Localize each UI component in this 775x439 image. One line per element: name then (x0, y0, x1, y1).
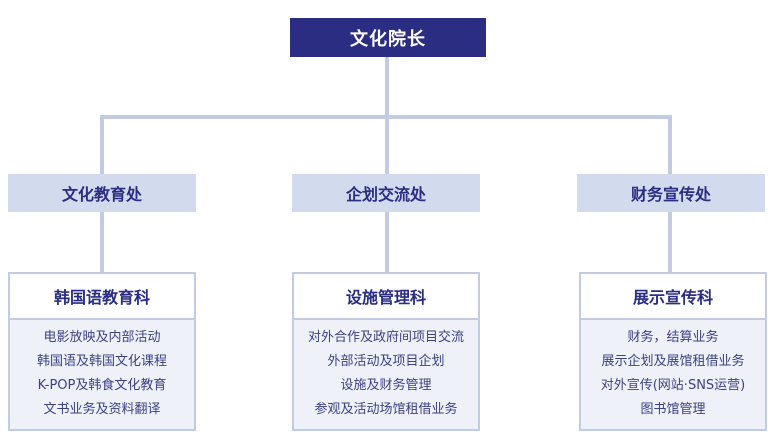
section-item-list: 财务，结算业务 展示企划及展馆租借业务 对外宣传(网站·SNS运营) 图书馆管理 (581, 320, 765, 422)
dept-label: 企划交流处 (345, 185, 426, 204)
section-facility-management: 设施管理科 对外合作及政府间项目交流 外部活动及项目企划 设施及财务管理 参观及… (292, 272, 480, 431)
section-item: 电影放映及内部活动 (43, 330, 161, 345)
section-title: 韩国语教育科 (10, 274, 194, 320)
section-title: 设施管理科 (294, 274, 478, 320)
section-item-list: 电影放映及内部活动 韩国语及韩国文化课程 K-POP及韩食文化教育 文书业务及资… (10, 320, 194, 422)
connector-mid-down (385, 115, 389, 175)
section-item: 展示企划及展馆租借业务 (601, 354, 745, 369)
connector-mid-section (385, 212, 389, 272)
section-item: 外部活动及项目企划 (327, 354, 445, 369)
dept-label: 财务宣传处 (630, 185, 711, 204)
section-item: K-POP及韩食文化教育 (37, 378, 167, 393)
root-label: 文化院长 (350, 28, 426, 50)
connector-right-down (668, 115, 672, 175)
section-item: 对外宣传(网站·SNS运营) (600, 378, 746, 393)
connector-left-section (100, 212, 104, 272)
dept-node-planning-exchange: 企划交流处 (292, 174, 480, 212)
section-korean-education: 韩国语教育科 电影放映及内部活动 韩国语及韩国文化课程 K-POP及韩食文化教育… (8, 272, 196, 431)
connector-right-section (668, 212, 672, 272)
section-item: 财务，结算业务 (627, 330, 719, 345)
section-exhibition-promotion: 展示宣传科 财务，结算业务 展示企划及展馆租借业务 对外宣传(网站·SNS运营)… (579, 272, 767, 431)
section-item-list: 对外合作及政府间项目交流 外部活动及项目企划 设施及财务管理 参观及活动场馆租借… (294, 320, 478, 422)
section-title: 展示宣传科 (581, 274, 765, 320)
dept-node-finance-promotion: 财务宣传处 (577, 174, 765, 212)
section-item: 文书业务及资料翻译 (43, 402, 161, 417)
connector-root-down (385, 57, 389, 117)
section-item: 对外合作及政府间项目交流 (307, 330, 464, 345)
section-item: 图书馆管理 (640, 402, 706, 417)
dept-node-culture-education: 文化教育处 (8, 174, 196, 212)
section-item: 设施及财务管理 (340, 378, 432, 393)
root-node-director: 文化院长 (290, 18, 486, 57)
section-item: 参观及活动场馆租借业务 (314, 402, 458, 417)
section-item: 韩国语及韩国文化课程 (36, 354, 167, 369)
dept-label: 文化教育处 (61, 185, 142, 204)
connector-left-down (100, 115, 104, 175)
